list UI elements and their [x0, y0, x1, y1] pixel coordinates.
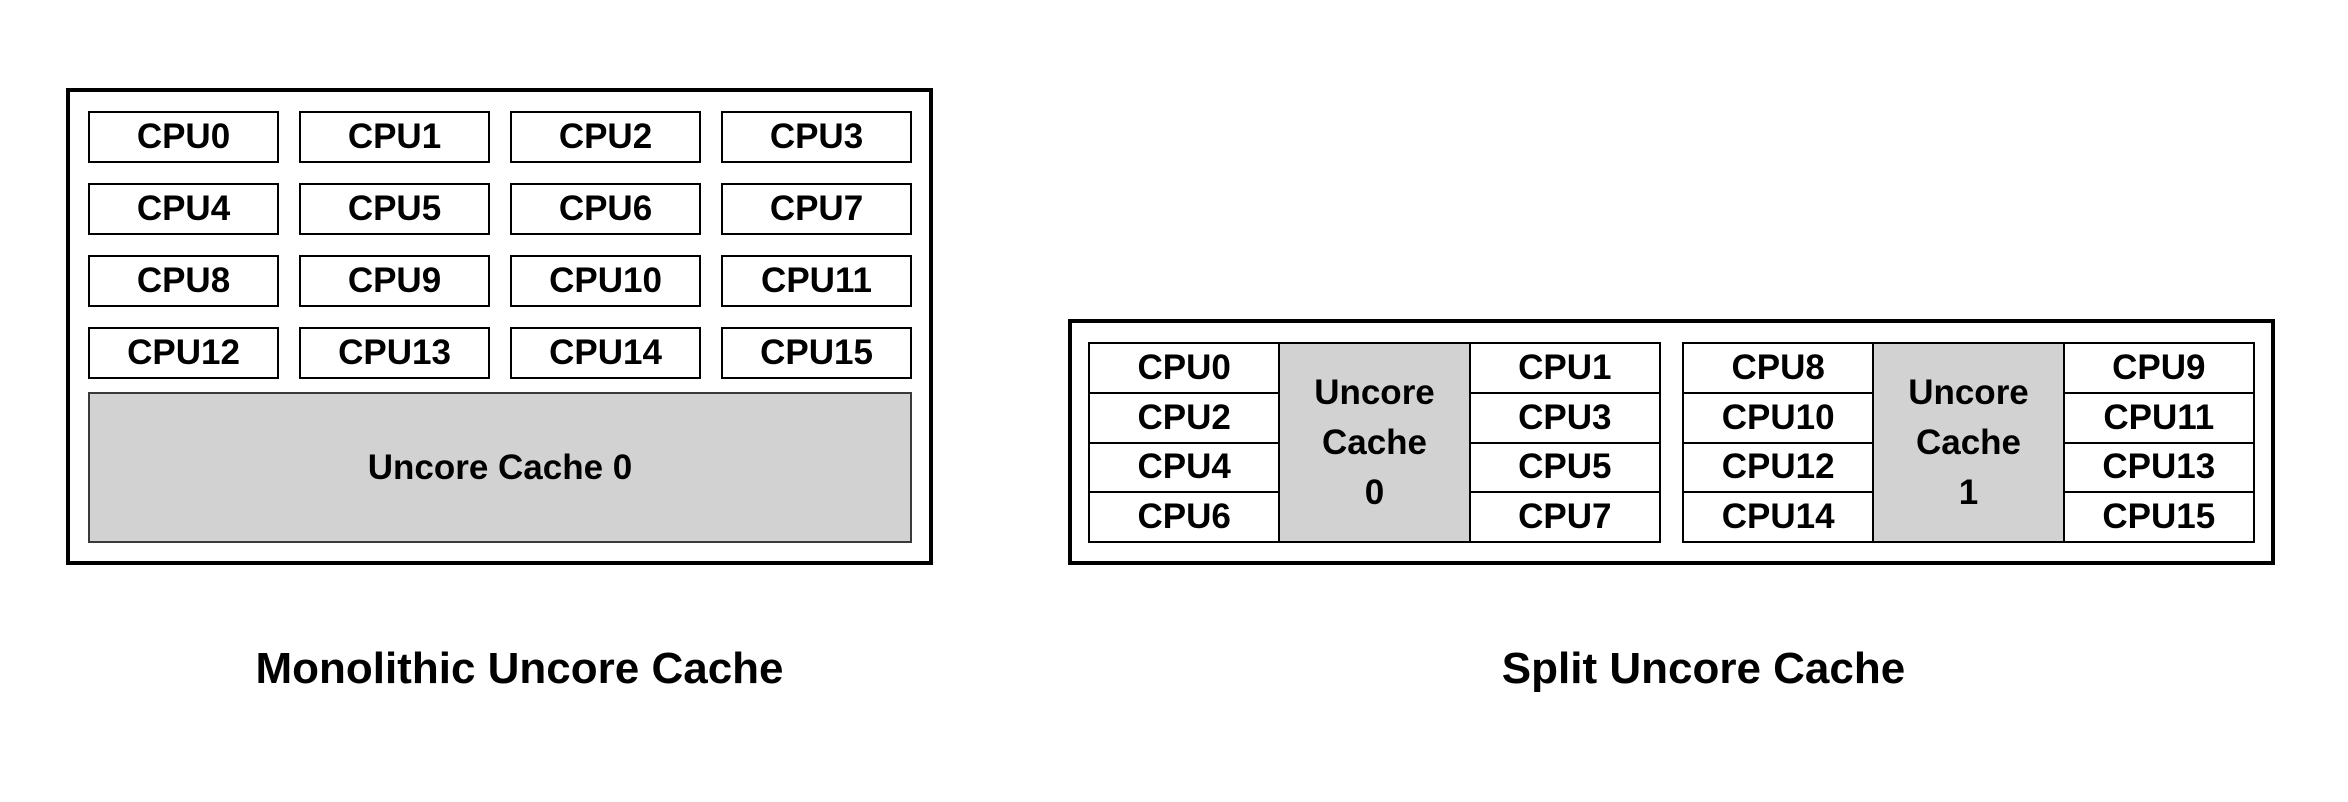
cpu-box: CPU10: [510, 255, 701, 307]
split-caption: Split Uncore Cache: [1501, 644, 1906, 693]
cpu-box: CPU9: [299, 255, 490, 307]
cpu-box: CPU3: [721, 111, 912, 163]
cpu-box: CPU13: [299, 327, 490, 379]
cpu-cell: CPU5: [1470, 443, 1659, 492]
cache-label-line: Cache: [1321, 422, 1428, 462]
cpu-cell: CPU1: [1470, 344, 1659, 392]
cpu-box: CPU14: [510, 327, 701, 379]
cpu-box: CPU7: [721, 183, 912, 235]
cache-label-line: Uncore: [1908, 372, 2029, 412]
cache-label-line: 0: [1364, 472, 1385, 512]
cpu-cell: CPU2: [1090, 393, 1279, 442]
cpu-cell: CPU15: [2064, 493, 2253, 541]
monolithic-caption: Monolithic Uncore Cache: [255, 644, 784, 693]
cpu-cell: CPU13: [2064, 443, 2253, 492]
cpu-cell: CPU7: [1470, 493, 1659, 541]
cpu-box: CPU6: [510, 183, 701, 235]
cpu-cell: CPU12: [1684, 443, 1873, 492]
cpu-box: CPU0: [88, 111, 279, 163]
cpu-cell: CPU4: [1090, 443, 1279, 492]
cpu-cell: CPU10: [1684, 393, 1873, 442]
cache-label-line: Cache: [1915, 422, 2022, 462]
cpu-cell: CPU3: [1470, 393, 1659, 442]
cpu-box: CPU12: [88, 327, 279, 379]
cpu-box: CPU15: [721, 327, 912, 379]
cpu-cell: CPU14: [1684, 493, 1873, 541]
cpu-cell: CPU11: [2064, 393, 2253, 442]
cpu-box: CPU5: [299, 183, 490, 235]
cpu-box: CPU2: [510, 111, 701, 163]
cpu-cell: CPU6: [1090, 493, 1279, 541]
cpu-box: CPU1: [299, 111, 490, 163]
cpu-cell: CPU9: [2064, 344, 2253, 392]
cache-label-line: 1: [1958, 472, 1979, 512]
cpu-box: CPU8: [88, 255, 279, 307]
uncore-cache-0-box: Uncore Cache 0: [88, 392, 912, 543]
cache-label-line: Uncore: [1314, 372, 1435, 412]
cpu-cell: CPU8: [1684, 344, 1873, 392]
cpu-box: CPU11: [721, 255, 912, 307]
cpu-box: CPU4: [88, 183, 279, 235]
cpu-cell: CPU0: [1090, 344, 1279, 392]
